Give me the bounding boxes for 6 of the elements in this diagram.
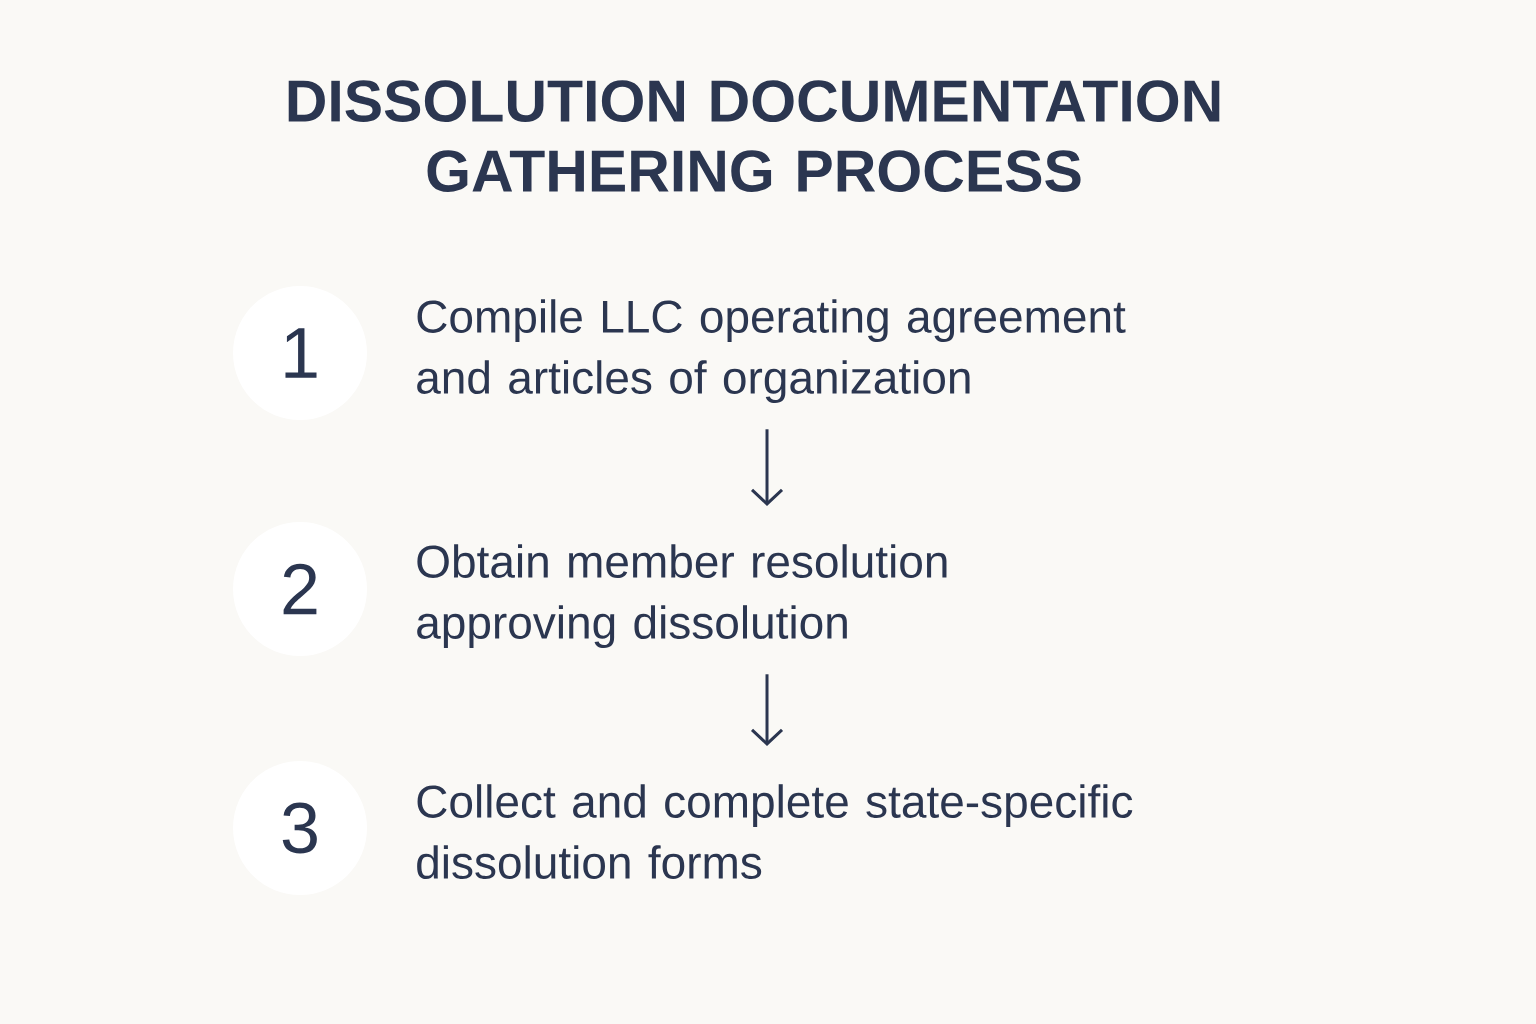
step-text: Compile LLC operating agreement and articles of organization [417,299,1126,404]
arrow [751,429,784,506]
arrow [751,674,784,746]
title: DISSOLUTION DOCUMENTATION GATHERING PROCESS [288,80,1220,192]
step-text: Obtain member resolution approving dissolution [417,544,947,649]
step-text: Collect and complete state-specific dissolution forms [417,784,1133,879]
